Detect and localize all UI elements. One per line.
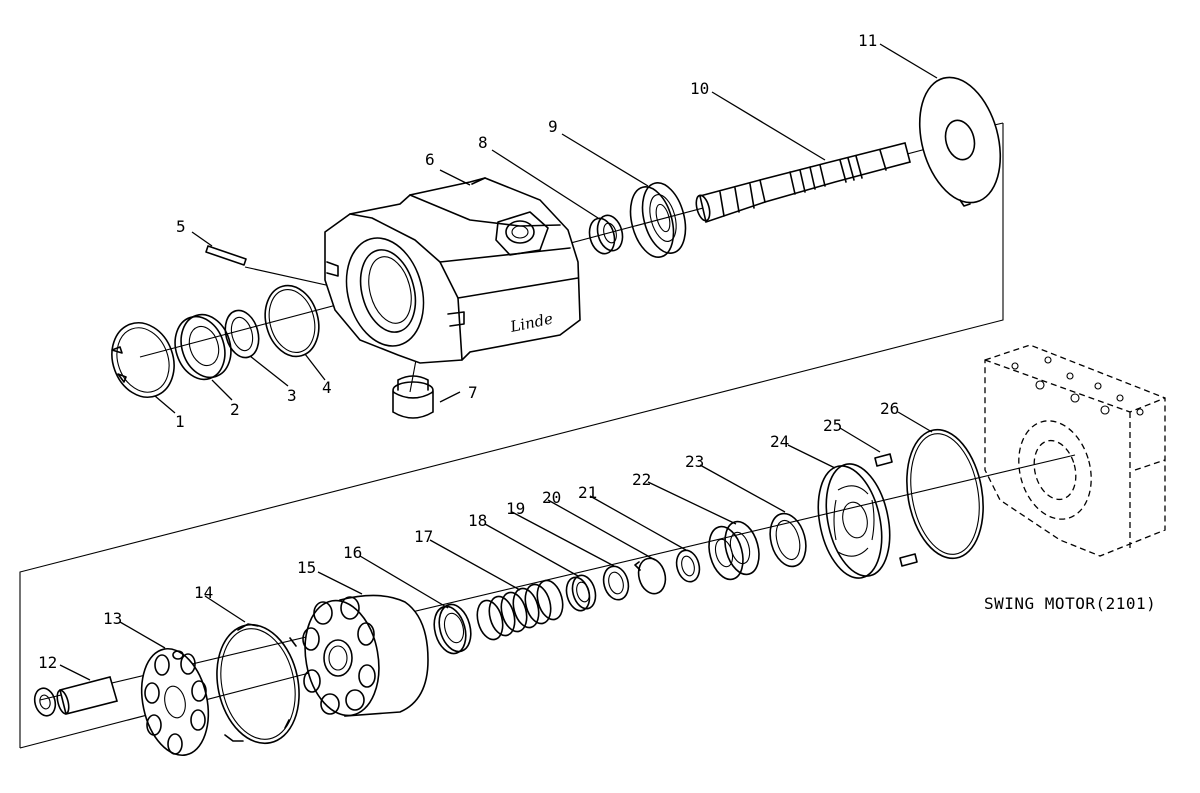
- part-21-spacer: [675, 549, 701, 583]
- part-4-o-ring: [264, 284, 320, 358]
- callout-22: 22: [632, 470, 651, 489]
- part-8-bushing: [588, 214, 624, 255]
- part-16-washer: [433, 603, 472, 655]
- callout-7: 7: [468, 383, 478, 402]
- part-3-ring: [224, 309, 260, 359]
- part-23-ring: [769, 512, 807, 568]
- part-5-pin: [205, 245, 247, 266]
- part-13-retainer-plate: [140, 647, 210, 757]
- callout-13: 13: [103, 609, 122, 628]
- part-24-valve-plate: [817, 463, 891, 579]
- callout-25: 25: [823, 416, 842, 435]
- callout-12: 12: [38, 653, 57, 672]
- callout-16: 16: [343, 543, 362, 562]
- part-20-snap-ring: [634, 557, 667, 595]
- diagram-title: SWING MOTOR(2101): [984, 594, 1156, 613]
- callout-6: 6: [425, 150, 435, 169]
- callout-18: 18: [468, 511, 487, 530]
- part-26-o-ring: [906, 428, 984, 560]
- callout-14: 14: [194, 583, 213, 602]
- callout-15: 15: [297, 558, 316, 577]
- part-6-housing: Linde: [324, 177, 581, 364]
- part-9-bearing: [629, 182, 687, 258]
- part-7-plug: [392, 375, 434, 419]
- part-19-ring: [602, 565, 630, 601]
- callout-19: 19: [506, 499, 525, 518]
- callout-17: 17: [414, 527, 433, 546]
- part-14-retaining-ring: [216, 623, 300, 745]
- part-25-pins: [874, 453, 918, 567]
- callout-2: 2: [230, 400, 240, 419]
- part-17-spring: [476, 579, 564, 641]
- callout-10: 10: [690, 79, 709, 98]
- callout-1: 1: [175, 412, 185, 431]
- callout-21: 21: [578, 483, 597, 502]
- mating-housing: [984, 344, 1166, 557]
- part-15-cylinder-block: [302, 594, 429, 717]
- callout-5: 5: [176, 217, 186, 236]
- callout-24: 24: [770, 432, 789, 451]
- part-22-bearing: [708, 520, 760, 581]
- callout-labels: 1 2 3 4 5 6 7 8 9 10 11 12 13 14 15 16 1…: [38, 31, 899, 672]
- callout-4: 4: [322, 378, 332, 397]
- callout-20: 20: [542, 488, 561, 507]
- part-1-snap-ring: [111, 322, 175, 398]
- part-12-piston: [33, 676, 118, 717]
- part-10-shaft: [695, 142, 911, 224]
- callout-8: 8: [478, 133, 488, 152]
- callout-11: 11: [858, 31, 877, 50]
- callout-9: 9: [548, 117, 558, 136]
- callout-26: 26: [880, 399, 899, 418]
- callout-23: 23: [685, 452, 704, 471]
- part-2-seal: [174, 313, 232, 381]
- leader-lines: [59, 43, 938, 681]
- part-11-shim: [918, 76, 1002, 207]
- part-18-spring-seat: [565, 574, 597, 612]
- callout-3: 3: [287, 386, 297, 405]
